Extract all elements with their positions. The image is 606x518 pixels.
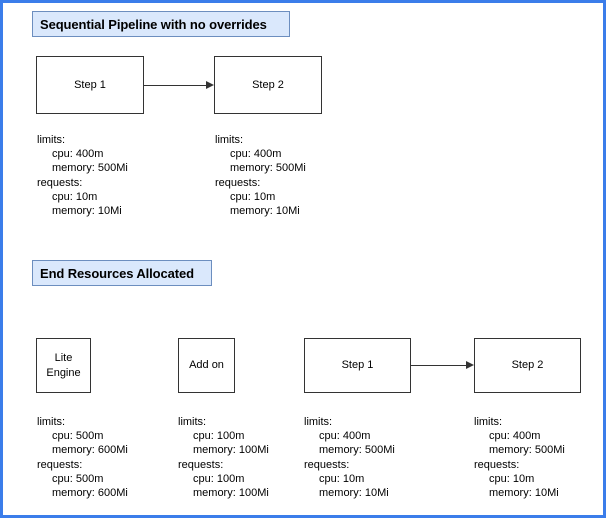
limits-memory: memory: 500Mi xyxy=(52,162,128,175)
limits-memory: memory: 500Mi xyxy=(489,444,565,457)
requests-memory: memory: 100Mi xyxy=(193,487,269,500)
requests-label: requests: xyxy=(178,458,224,471)
arrow-shaft xyxy=(411,365,466,366)
section-banner-end-resources-allocated: End Resources Allocated xyxy=(32,260,212,286)
node-lite-engine[interactable]: Lite Engine xyxy=(36,338,91,393)
requests-label: requests: xyxy=(304,458,350,471)
requests-label: requests: xyxy=(37,458,83,471)
node-bottom-step-2[interactable]: Step 2 xyxy=(474,338,581,393)
arrow-top-step1-to-step2 xyxy=(144,81,214,90)
resources-lite-engine: limits: cpu: 500m memory: 600Mi requests… xyxy=(37,415,128,500)
requests-label: requests: xyxy=(215,176,261,189)
section-banner-label: End Resources Allocated xyxy=(40,265,194,281)
node-label: Step 1 xyxy=(341,359,374,371)
node-top-step-1[interactable]: Step 1 xyxy=(36,56,144,114)
limits-label: limits: xyxy=(304,416,333,428)
limits-cpu: cpu: 400m xyxy=(319,430,371,443)
limits-cpu: cpu: 400m xyxy=(489,430,541,443)
limits-label: limits: xyxy=(37,416,66,428)
limits-label: limits: xyxy=(178,416,207,428)
limits-memory: memory: 500Mi xyxy=(230,162,306,175)
limits-cpu: cpu: 400m xyxy=(230,148,282,161)
requests-memory: memory: 10Mi xyxy=(489,487,559,500)
limits-memory: memory: 600Mi xyxy=(52,444,128,457)
limits-label: limits: xyxy=(37,134,66,146)
requests-cpu: cpu: 10m xyxy=(319,472,365,485)
requests-memory: memory: 10Mi xyxy=(230,205,300,218)
limits-cpu: cpu: 400m xyxy=(52,148,104,161)
requests-cpu: cpu: 500m xyxy=(52,472,104,485)
limits-cpu: cpu: 100m xyxy=(193,430,245,443)
limits-cpu: cpu: 500m xyxy=(52,430,104,443)
arrow-bottom-step1-to-step2 xyxy=(411,361,474,370)
resources-top-step-1: limits: cpu: 400m memory: 500Mi requests… xyxy=(37,133,128,218)
limits-label: limits: xyxy=(215,134,244,146)
node-label: Step 2 xyxy=(252,78,284,91)
resources-add-on: limits: cpu: 100m memory: 100Mi requests… xyxy=(178,415,269,500)
node-bottom-step-1[interactable]: Step 1 xyxy=(304,338,411,393)
node-top-step-2[interactable]: Step 2 xyxy=(214,56,322,114)
limits-memory: memory: 100Mi xyxy=(193,444,269,457)
resources-bottom-step-1: limits: cpu: 400m memory: 500Mi requests… xyxy=(304,415,395,500)
section-banner-label: Sequential Pipeline with no overrides xyxy=(40,16,267,32)
arrow-head-icon xyxy=(206,81,214,89)
limits-label: limits: xyxy=(474,416,503,428)
requests-memory: memory: 600Mi xyxy=(52,487,128,500)
resources-bottom-step-2: limits: cpu: 400m memory: 500Mi requests… xyxy=(474,415,565,500)
requests-memory: memory: 10Mi xyxy=(319,487,389,500)
section-banner-sequential-pipeline: Sequential Pipeline with no overrides xyxy=(32,11,290,37)
requests-cpu: cpu: 10m xyxy=(489,472,535,485)
requests-cpu: cpu: 100m xyxy=(193,472,245,485)
node-add-on[interactable]: Add on xyxy=(178,338,235,393)
node-label: Step 2 xyxy=(511,359,544,371)
arrow-shaft xyxy=(144,85,206,86)
node-label: Step 1 xyxy=(74,78,106,91)
node-label: Add on xyxy=(189,359,224,371)
resources-top-step-2: limits: cpu: 400m memory: 500Mi requests… xyxy=(215,133,306,218)
requests-cpu: cpu: 10m xyxy=(230,190,276,203)
node-label: Lite Engine xyxy=(46,351,81,379)
limits-memory: memory: 500Mi xyxy=(319,444,395,457)
arrow-head-icon xyxy=(466,361,474,369)
requests-label: requests: xyxy=(474,458,520,471)
requests-label: requests: xyxy=(37,176,83,189)
requests-cpu: cpu: 10m xyxy=(52,190,98,203)
requests-memory: memory: 10Mi xyxy=(52,205,122,218)
